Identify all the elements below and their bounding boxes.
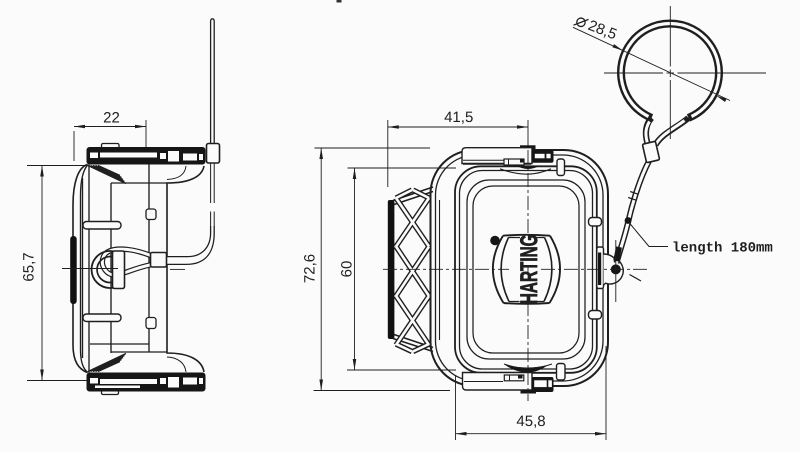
svg-text:HARTING: HARTING (516, 234, 543, 304)
svg-text:60: 60 (339, 261, 356, 278)
svg-text:41,5: 41,5 (444, 109, 473, 126)
svg-text:22: 22 (103, 110, 120, 127)
svg-text:length 180mm: length 180mm (672, 241, 773, 257)
svg-text:65,7: 65,7 (21, 252, 38, 281)
svg-text:45,8: 45,8 (516, 413, 545, 430)
svg-text:72,6: 72,6 (302, 254, 319, 283)
